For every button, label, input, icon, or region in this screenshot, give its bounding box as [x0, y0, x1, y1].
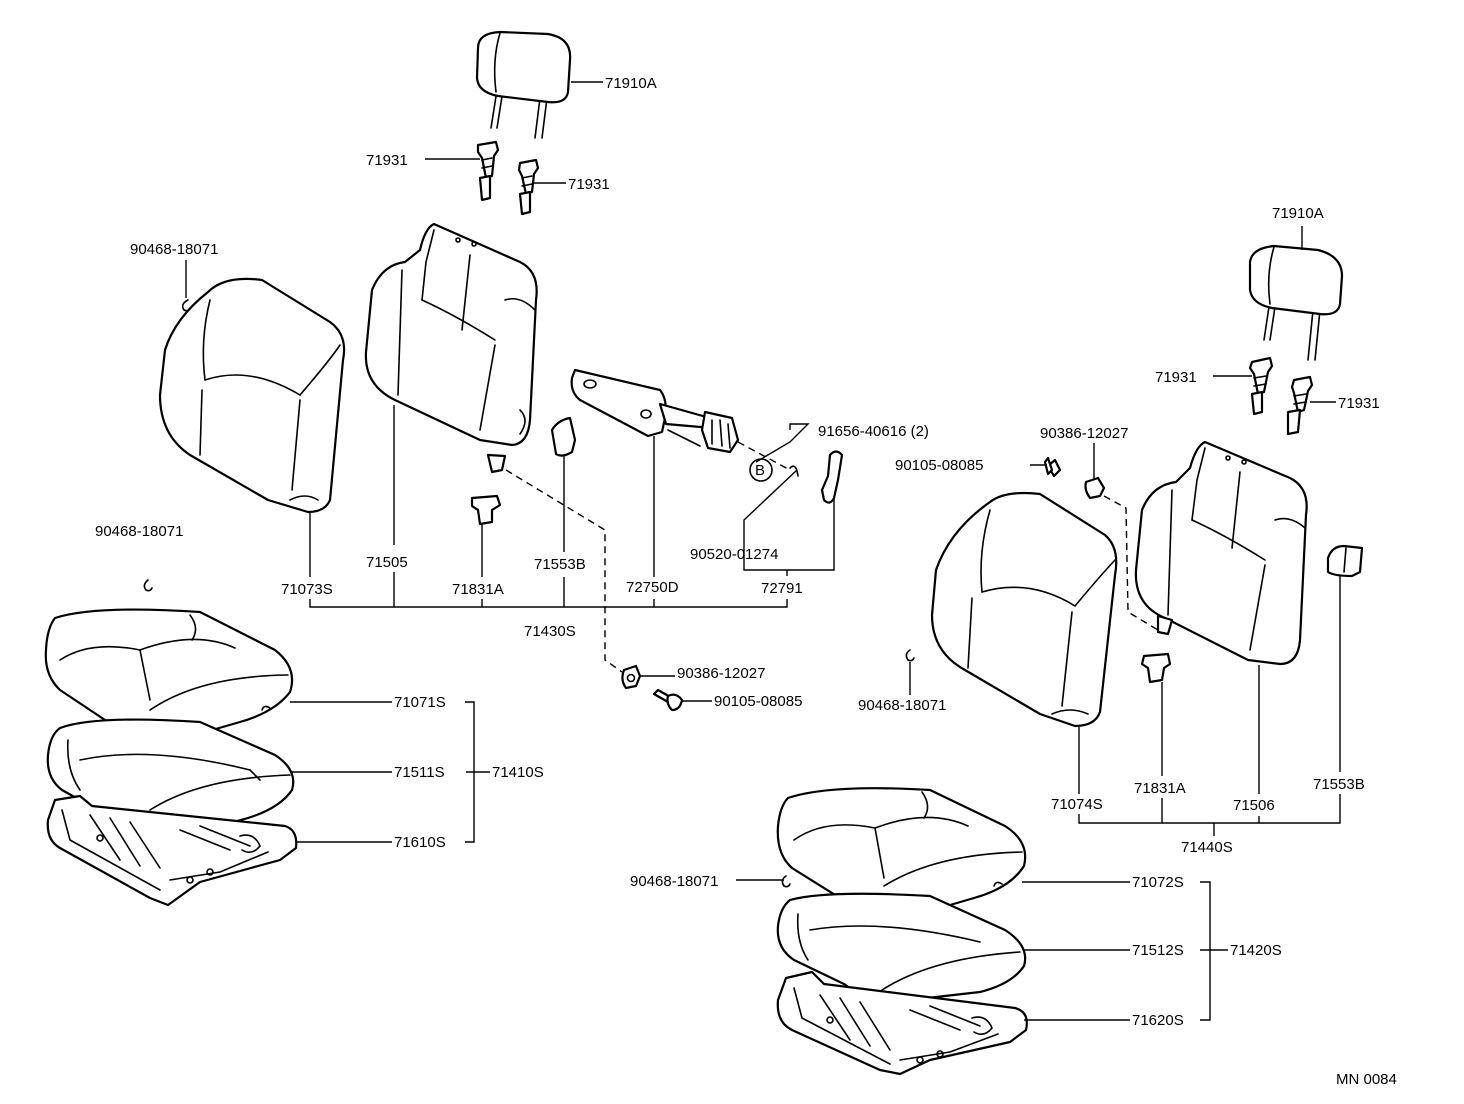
label-support-right-a: 71931 — [1155, 369, 1197, 386]
label-clip-backcover-left: 90468-18071 — [130, 241, 218, 258]
label-cushion-assy-right: 71420S — [1230, 942, 1282, 959]
headrest-support-right-a[interactable] — [1248, 356, 1274, 416]
label-screw: 91656-40616 (2) — [818, 423, 929, 440]
headrest-support-left-a[interactable] — [476, 140, 500, 202]
label-clip-cushion-left: 90468-18071 — [95, 523, 183, 540]
label-clip-backcover-right: 90468-18071 — [858, 697, 946, 714]
lock-right[interactable] — [1140, 652, 1172, 684]
seatback-cover-left[interactable] — [158, 277, 346, 514]
label-nut-right: 90386-12027 — [1040, 425, 1128, 442]
label-cushion-pad-left: 71511S — [394, 764, 445, 781]
clip-cushion-left[interactable] — [143, 579, 153, 592]
reference-b: B — [749, 458, 773, 482]
pin[interactable] — [789, 465, 799, 477]
cushion-frame-right[interactable] — [776, 970, 1028, 1076]
label-back-assy-right: 71440S — [1181, 839, 1233, 856]
label-cushion-assy-left: 71410S — [492, 764, 544, 781]
label-lock-left: 71831A — [452, 581, 504, 598]
label-lever: 72791 — [761, 580, 803, 597]
cap-left[interactable] — [550, 416, 577, 457]
label-headrest-left: 71910A — [605, 75, 657, 92]
label-cushion-frame-right: 71620S — [1132, 1012, 1184, 1029]
bolt-right[interactable] — [1043, 456, 1062, 478]
cap-right[interactable] — [1326, 544, 1364, 578]
label-bolt-right: 90105-08085 — [895, 457, 983, 474]
reference-b-label: B — [755, 462, 765, 479]
cushion-pad-right[interactable] — [776, 892, 1027, 1004]
label-cap-right: 71553B — [1313, 776, 1365, 793]
label-lock-right: 71831A — [1134, 780, 1186, 797]
cushion-cover-left[interactable] — [44, 608, 294, 747]
label-backcover-right: 71074S — [1051, 796, 1103, 813]
label-headrest-right: 71910A — [1272, 205, 1324, 222]
label-backpad-right: 71506 — [1233, 797, 1275, 814]
label-cushion-cover-right: 71072S — [1132, 874, 1184, 891]
bolt-left[interactable] — [652, 688, 684, 712]
label-cap-left: 71553B — [534, 556, 586, 573]
diagram-code: MN 0084 — [1336, 1071, 1397, 1088]
clip-cushion-right[interactable] — [781, 875, 791, 888]
label-support-left-b: 71931 — [568, 176, 610, 193]
cushion-cover-right[interactable] — [776, 787, 1027, 924]
nut-right[interactable] — [1084, 476, 1106, 500]
recliner-lever[interactable] — [820, 450, 844, 504]
label-cushion-frame-left: 71610S — [394, 834, 446, 851]
label-support-left-a: 71931 — [366, 152, 408, 169]
seatback-pad-right[interactable] — [1134, 440, 1308, 666]
label-nut-left: 90386-12027 — [677, 665, 765, 682]
headrest-right[interactable] — [1248, 244, 1344, 361]
headrest-support-left-b[interactable] — [517, 158, 540, 216]
label-clip-cushion-right: 90468-18071 — [630, 873, 718, 890]
nut-left[interactable] — [621, 664, 642, 690]
label-backcover-left: 71073S — [281, 581, 333, 598]
label-pin: 90520-01274 — [690, 546, 778, 563]
cushion-frame-left[interactable] — [46, 794, 298, 907]
label-bracket: 72750D — [626, 579, 679, 596]
headrest-left[interactable] — [475, 30, 572, 139]
headrest-support-right-b[interactable] — [1286, 375, 1314, 436]
clip-backcover-right[interactable] — [905, 649, 915, 662]
label-bolt-left: 90105-08085 — [714, 693, 802, 710]
label-cushion-cover-left: 71071S — [394, 694, 446, 711]
seatback-pad-left[interactable] — [364, 222, 538, 474]
label-back-assy-left: 71430S — [524, 623, 576, 640]
clip-backcover-left[interactable] — [181, 299, 191, 312]
seatback-cover-right[interactable] — [930, 491, 1118, 728]
label-backpad-left: 71505 — [366, 554, 408, 571]
lock-left[interactable] — [470, 494, 502, 526]
part-labels: 71910A 71931 71931 90468-18071 91656-406… — [95, 75, 1397, 1088]
recliner-bracket[interactable] — [570, 368, 740, 454]
label-cushion-pad-right: 71512S — [1132, 942, 1184, 959]
label-support-right-b: 71931 — [1338, 395, 1380, 412]
